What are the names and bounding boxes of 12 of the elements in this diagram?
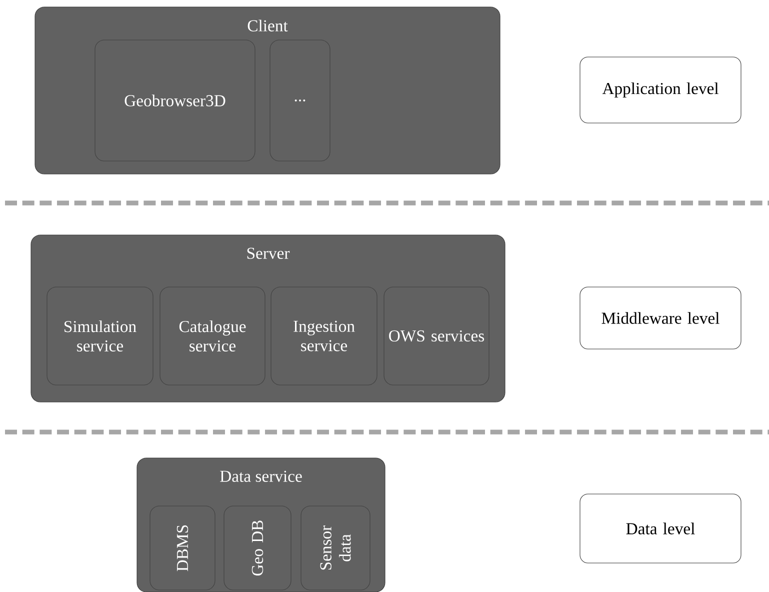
component-box: DBMS [150, 506, 216, 590]
component-box: Geo DB [224, 506, 292, 590]
level-box: Application level [580, 56, 742, 124]
component-box: OWS services [384, 286, 490, 386]
component-box: Geobrowser3D [94, 40, 256, 162]
component-box: Catalogue service [160, 286, 266, 386]
component-box: ... [270, 40, 330, 162]
component-box: Sensor data [300, 506, 370, 590]
level-box: Data level [580, 494, 742, 564]
component-box: Ingestion service [270, 286, 378, 386]
level-box: Middleware level [580, 286, 742, 350]
component-box: Simulation service [46, 286, 154, 386]
